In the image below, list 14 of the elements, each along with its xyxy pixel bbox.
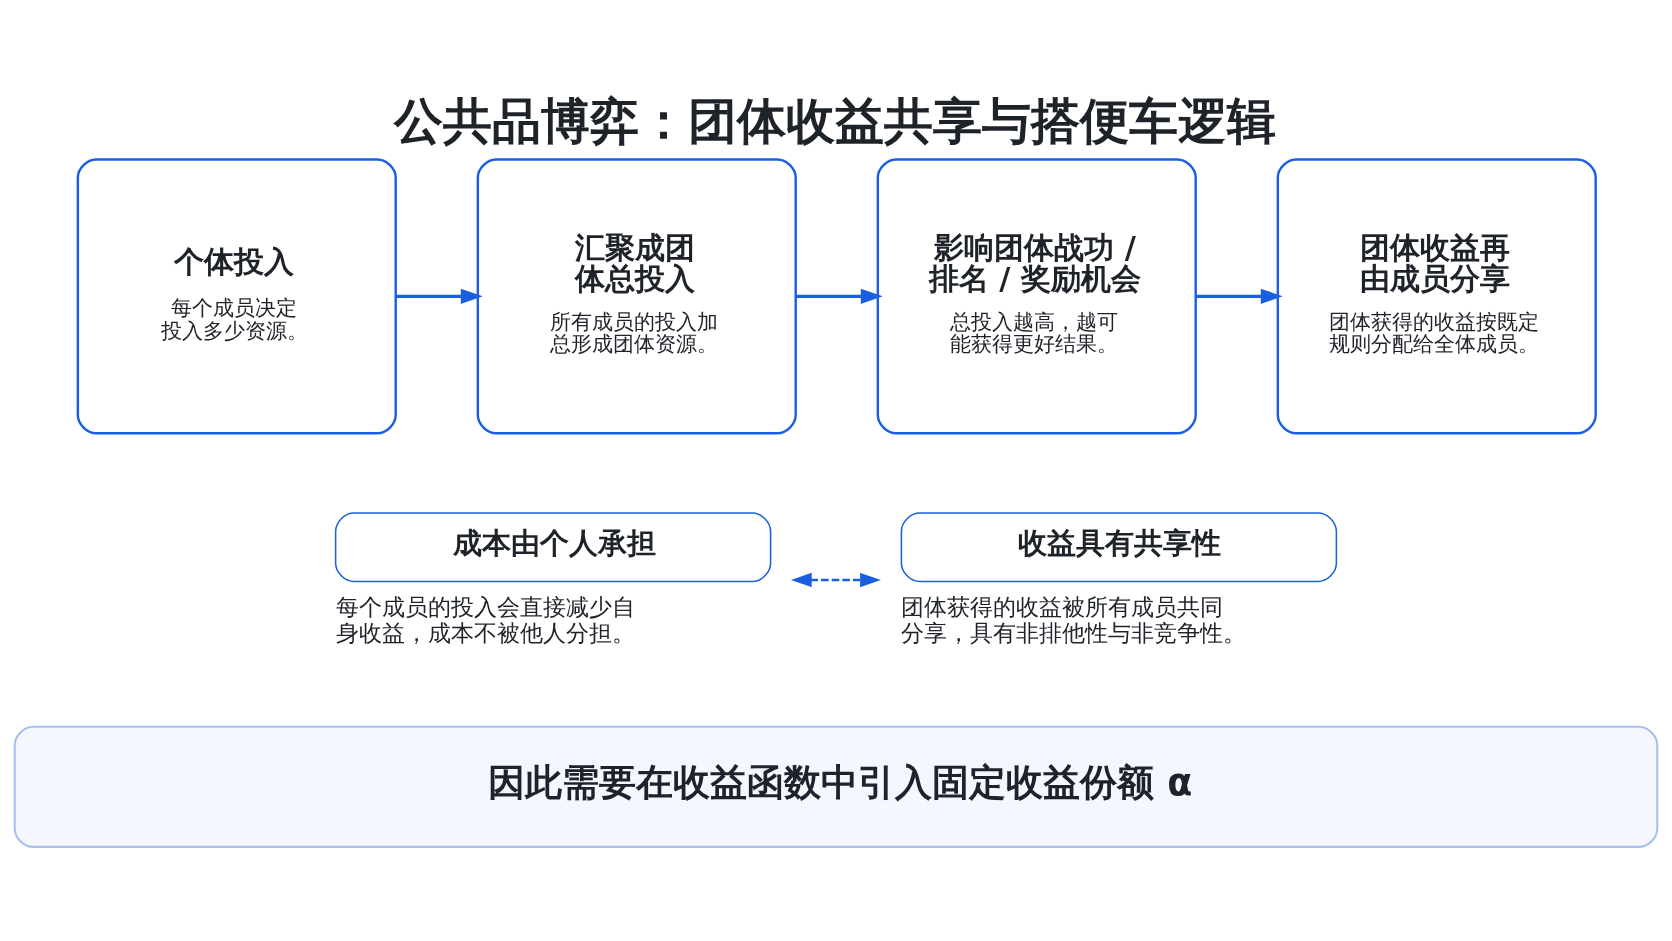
node-label: 每个成员的投入会直接减少自身收益，成本不被他人分担。: [335, 593, 635, 646]
node-box: 收益具有共享性: [900, 512, 1338, 583]
diagram-title: 公共品博弈：团体收益共享与搭便车逻辑: [394, 92, 1277, 149]
arrow: [790, 572, 881, 588]
arrow: [395, 288, 483, 305]
node-box: 因此需要在收益函数中引入固定收益份额 α: [13, 725, 1659, 848]
node-box: 成本由个人承担: [334, 512, 772, 583]
node-box: 汇聚成团体总投入 所有成员的投入加总形成团体资源。: [476, 158, 797, 435]
node-box: 个体投入 每个成员决定投入多少资源。: [76, 158, 397, 435]
arrow: [1195, 288, 1283, 305]
node-box: 影响团体战功 / 排名 / 奖励机会 总投入越高，越可能获得更好结果。: [876, 158, 1197, 435]
node-box: 团体收益再由成员分享 团体获得的收益按既定规则分配给全体成员。: [1276, 158, 1597, 435]
arrow: [795, 288, 883, 305]
node-label: 团体获得的收益被所有成员共同分享，具有非排他性与非竞争性。: [901, 593, 1247, 646]
